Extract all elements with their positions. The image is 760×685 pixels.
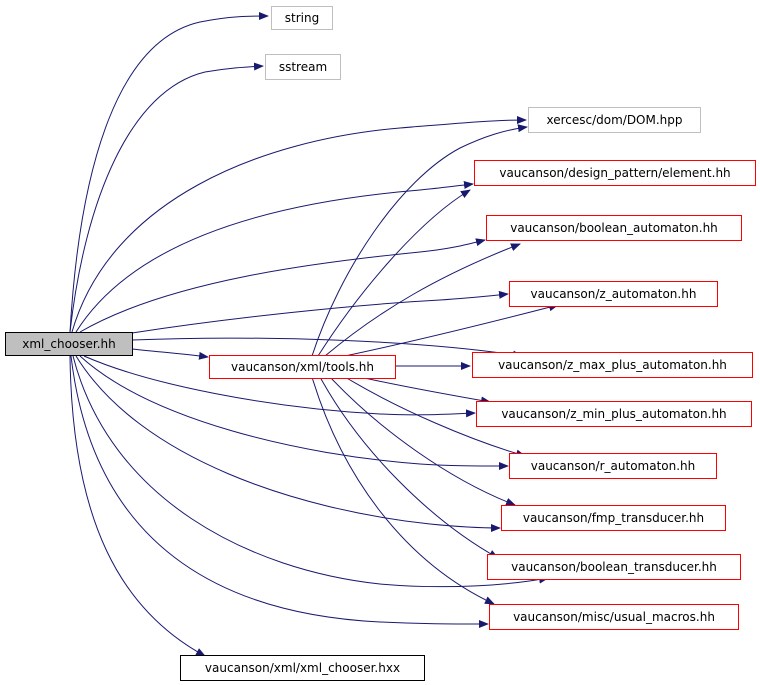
node-sstream: sstream — [265, 54, 341, 80]
node-label: sstream — [278, 60, 328, 74]
node-label: xml_chooser.hh — [22, 337, 116, 351]
node-label: vaucanson/boolean_automaton.hh — [510, 221, 718, 235]
node-tools-hh[interactable]: vaucanson/xml/tools.hh — [209, 355, 396, 379]
edge-root-to-r-automaton — [79, 355, 509, 470]
edge-root-to-usual-macros — [70, 355, 489, 628]
edge-root-to-sstream — [69, 62, 264, 333]
edge-root-to-z-min-plus — [83, 355, 476, 418]
node-label: vaucanson/design_pattern/element.hh — [499, 166, 731, 180]
edge-tools-to-dom — [311, 124, 528, 357]
node-label: vaucanson/xml/tools.hh — [230, 360, 375, 374]
node-label: xercesc/dom/DOM.hpp — [546, 113, 683, 127]
node-r-automaton-hh[interactable]: vaucanson/r_automaton.hh — [509, 453, 717, 479]
node-label: vaucanson/z_automaton.hh — [530, 287, 697, 301]
node-label: vaucanson/r_automaton.hh — [530, 459, 696, 473]
node-label: vaucanson/boolean_transducer.hh — [511, 560, 717, 574]
node-label: vaucanson/z_min_plus_automaton.hh — [501, 407, 727, 421]
node-xml-chooser-hxx[interactable]: vaucanson/xml/xml_chooser.hxx — [180, 655, 425, 681]
node-string: string — [271, 6, 333, 30]
edge-tools-to-r-automaton — [344, 376, 526, 458]
edge-tools-to-z-automaton — [344, 303, 559, 357]
edge-tools-to-usual-macros — [311, 376, 495, 605]
edge-root-to-dom — [71, 116, 527, 333]
edge-tools-to-boolean-transducer — [319, 376, 499, 559]
node-label: vaucanson/xml/xml_chooser.hxx — [204, 661, 401, 675]
edge-root-to-boolean-transducer — [72, 355, 549, 588]
edge-tools-to-fmp-transducer — [329, 376, 516, 506]
node-dom-hpp: xercesc/dom/DOM.hpp — [528, 107, 701, 133]
node-usual-macros-hh[interactable]: vaucanson/misc/usual_macros.hh — [489, 604, 739, 630]
edge-root-to-string — [69, 12, 269, 333]
edge-root-to-xml-chooser-hxx — [69, 355, 206, 657]
node-z-max-plus-automaton-hh[interactable]: vaucanson/z_max_plus_automaton.hh — [472, 352, 753, 378]
node-xml-chooser-hh: xml_chooser.hh — [5, 332, 133, 356]
edge-tools-to-element — [317, 189, 471, 357]
node-z-min-plus-automaton-hh[interactable]: vaucanson/z_min_plus_automaton.hh — [476, 401, 752, 427]
edge-root-to-tools — [131, 348, 209, 360]
node-label: vaucanson/fmp_transducer.hh — [522, 511, 705, 525]
edge-tools-to-boolean-automaton — [324, 243, 521, 357]
node-fmp-transducer-hh[interactable]: vaucanson/fmp_transducer.hh — [501, 505, 726, 531]
edge-root-to-z-max-plus — [131, 337, 523, 359]
edge-root-to-element — [75, 181, 474, 333]
edge-root-to-fmp-transducer — [75, 355, 501, 532]
node-z-automaton-hh[interactable]: vaucanson/z_automaton.hh — [509, 281, 718, 307]
node-label: string — [284, 11, 320, 25]
node-label: vaucanson/z_max_plus_automaton.hh — [498, 358, 727, 372]
node-element-hh[interactable]: vaucanson/design_pattern/element.hh — [474, 160, 756, 186]
edge-root-to-boolean-automaton — [79, 238, 486, 333]
node-label: vaucanson/misc/usual_macros.hh — [513, 610, 715, 624]
node-boolean-automaton-hh[interactable]: vaucanson/boolean_automaton.hh — [486, 215, 742, 241]
node-boolean-transducer-hh[interactable]: vaucanson/boolean_transducer.hh — [487, 554, 741, 580]
edge-tools-to-z-min-plus — [359, 376, 491, 405]
edge-root-to-z-automaton — [131, 290, 509, 334]
